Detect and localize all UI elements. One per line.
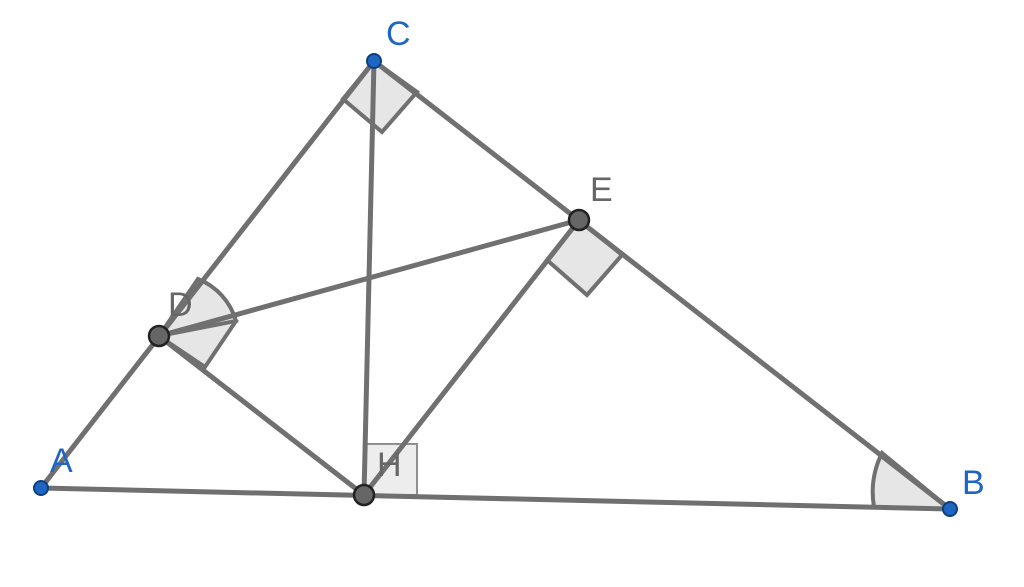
angle-marks — [154, 58, 956, 512]
right-angle-mark-c — [340, 58, 420, 135]
point-d[interactable] — [147, 324, 171, 348]
segment-ac — [38, 58, 377, 491]
label-d: D — [168, 286, 193, 324]
segment-bc — [371, 58, 953, 512]
label-b: B — [962, 464, 985, 502]
right-angle-mark-e — [544, 217, 625, 298]
segment-dh — [156, 333, 367, 498]
label-c: C — [386, 15, 411, 53]
point-h[interactable] — [352, 483, 376, 507]
point-b[interactable] — [942, 501, 958, 517]
point-c[interactable] — [366, 53, 382, 69]
label-e: E — [590, 171, 613, 209]
point-a[interactable] — [33, 480, 49, 496]
label-h: H — [377, 446, 402, 484]
segment-de — [156, 217, 582, 339]
segment-eh — [361, 217, 582, 498]
segments — [38, 58, 953, 512]
label-a: A — [50, 442, 73, 480]
point-e[interactable] — [567, 208, 591, 232]
labels: A B C D E H — [50, 15, 985, 502]
points — [33, 53, 958, 517]
segment-ab — [38, 485, 953, 512]
